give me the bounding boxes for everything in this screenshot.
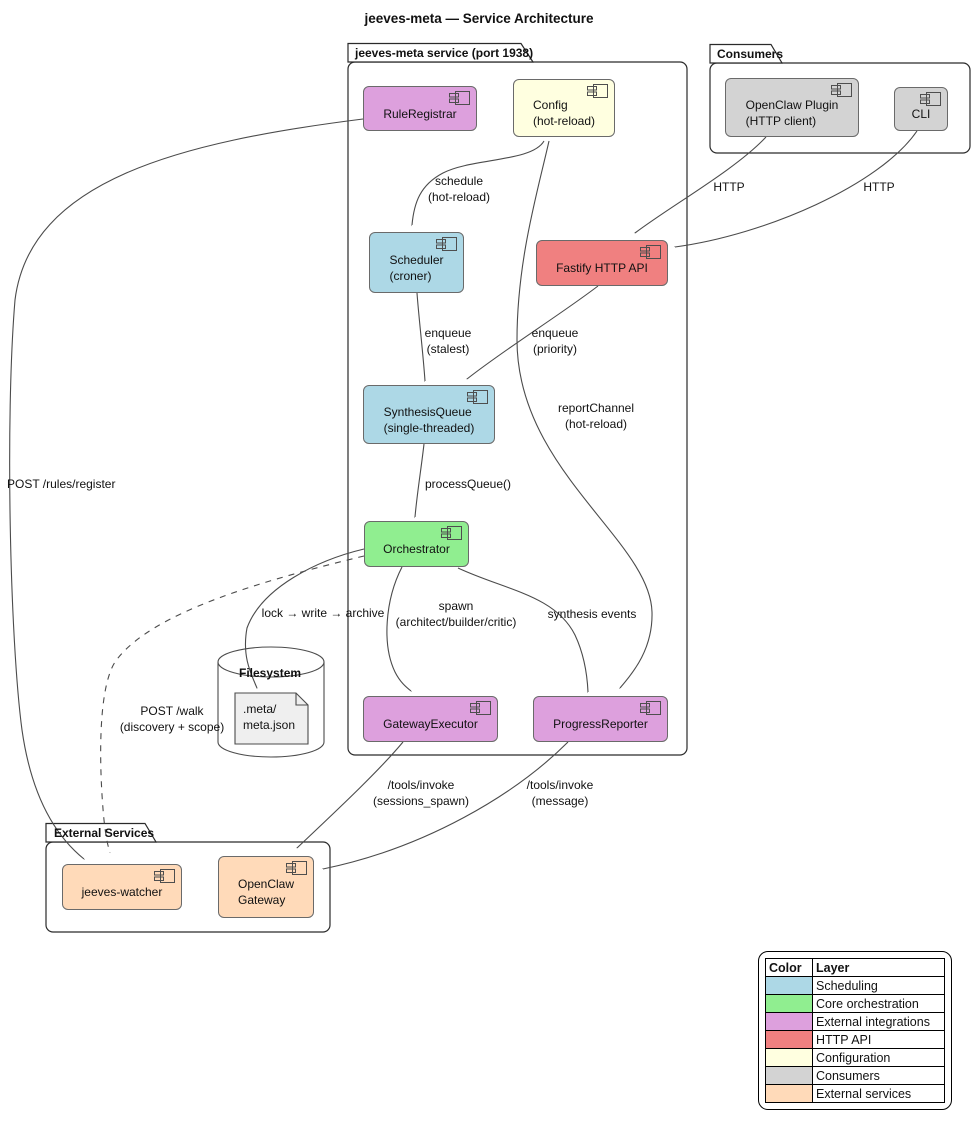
legend-row: Configuration [765,1048,945,1067]
edge-label-http-cli: HTTP [863,180,895,194]
legend-swatch [765,1066,813,1085]
component-icon [470,701,491,715]
component-synthesis-queue: SynthesisQueue(single-threaded) [363,385,495,444]
filesystem-label: Filesystem [239,666,302,680]
legend-swatch [765,994,813,1013]
component-sublabel: (HTTP client) [745,113,817,128]
legend-label: Configuration [812,1048,945,1067]
component-sublabel: Gateway [237,893,286,907]
component-label: RuleRegistrar [383,106,457,121]
legend-label: External integrations [812,1012,945,1031]
component-icon [640,245,661,259]
legend-row: External integrations [765,1012,945,1031]
component-sublabel: (single-threaded) [383,420,475,435]
component-label: OpenClaw Plugin [745,97,839,112]
component-icon [449,91,470,105]
legend-label: Consumers [812,1066,945,1085]
edge-label-tools-invoke-spawn: /tools/invoke(sessions_spawn) [372,778,470,808]
package-external-title: External Services [54,826,155,840]
edge-label-tools-invoke-message: /tools/invoke(message) [526,778,594,808]
component-icon [640,701,661,715]
legend-header-layer: Layer [812,958,945,977]
edge-orchestrator-progressreporter [457,567,588,692]
component-label: SynthesisQueue [383,404,472,419]
component-label: Config [532,98,568,112]
legend-header-row: Color Layer [765,958,945,977]
legend-row: Core orchestration [765,994,945,1013]
component-config: Config (hot-reload) [513,79,615,137]
edge-label-lock-write-archive: lock → write → archive [261,606,385,620]
package-service-title: jeeves-meta service (port 1938) [355,46,534,60]
page-title: jeeves-meta — Service Architecture [364,11,594,26]
edge-queue-orchestrator [415,443,425,517]
edge-label-report-channel: reportChannel(hot-reload) [557,401,635,431]
edge-label-schedule: schedule(hot-reload) [427,174,491,204]
component-scheduler: Scheduler(croner) [369,232,464,293]
edge-label-post-rules-register: POST /rules/register [7,477,116,491]
legend-row: Scheduling [765,976,945,995]
component-icon [441,526,462,540]
legend-label: External services [812,1084,945,1103]
edge-label-enqueue-stalest: enqueue(stalest) [424,326,472,356]
component-label: CLI [911,107,931,121]
component-icon [154,869,175,883]
component-icon [436,237,457,251]
component-cli: CLI [894,87,948,131]
legend-label: Scheduling [812,976,945,995]
legend-swatch [765,1012,813,1031]
component-label: Scheduler [389,252,444,267]
artifact-line2: meta.json [243,718,296,732]
legend-row: HTTP API [765,1030,945,1049]
component-icon [920,92,941,106]
component-jeeves-watcher: jeeves-watcher [62,864,182,910]
component-label: GatewayExecutor [383,717,478,731]
edge-label-enqueue-priority: enqueue(priority) [531,326,579,356]
component-gateway-executor: GatewayExecutor [363,696,498,742]
package-consumers-title: Consumers [717,47,784,61]
component-label: OpenClaw [237,877,295,891]
artifact-line1: .meta/ [243,702,277,716]
legend-row: Consumers [765,1066,945,1085]
legend-swatch [765,1084,813,1103]
legend-table: Color Layer Scheduling Core orchestratio… [765,958,945,1103]
component-label: Orchestrator [383,542,450,556]
component-icon [467,390,488,404]
legend-swatch [765,976,813,995]
component-openclaw-plugin: OpenClaw Plugin(HTTP client) [725,78,859,137]
component-progress-reporter: ProgressReporter [533,696,668,742]
legend-swatch [765,1030,813,1049]
component-icon [831,83,852,97]
edge-label-post-walk: POST /walk(discovery + scope) [119,704,225,734]
edge-label-spawn: spawn(architect/builder/critic) [395,599,517,629]
artifact-label: .meta/ meta.json [243,701,295,733]
component-orchestrator: Orchestrator [364,521,469,567]
legend-label: Core orchestration [812,994,945,1013]
legend: Color Layer Scheduling Core orchestratio… [758,951,952,1110]
legend-label: HTTP API [812,1030,945,1049]
edge-label-process-queue: processQueue() [424,477,512,491]
legend-header-color: Color [765,958,813,977]
component-icon [286,861,307,875]
component-icon [587,84,608,98]
component-label: ProgressReporter [553,717,648,731]
component-sublabel: (hot-reload) [532,114,596,128]
legend-row: External services [765,1084,945,1103]
edge-label-synthesis-events: synthesis events [547,607,637,621]
component-rule-registrar: RuleRegistrar [363,86,477,131]
component-fastify-http-api: Fastify HTTP API [536,240,668,286]
component-label: jeeves-watcher [81,885,163,899]
edge-label-http-plugin: HTTP [713,180,745,194]
component-sublabel: (croner) [389,268,432,283]
edge-plugin-fastify [635,136,767,233]
component-label: Fastify HTTP API [556,261,648,275]
legend-swatch [765,1048,813,1067]
